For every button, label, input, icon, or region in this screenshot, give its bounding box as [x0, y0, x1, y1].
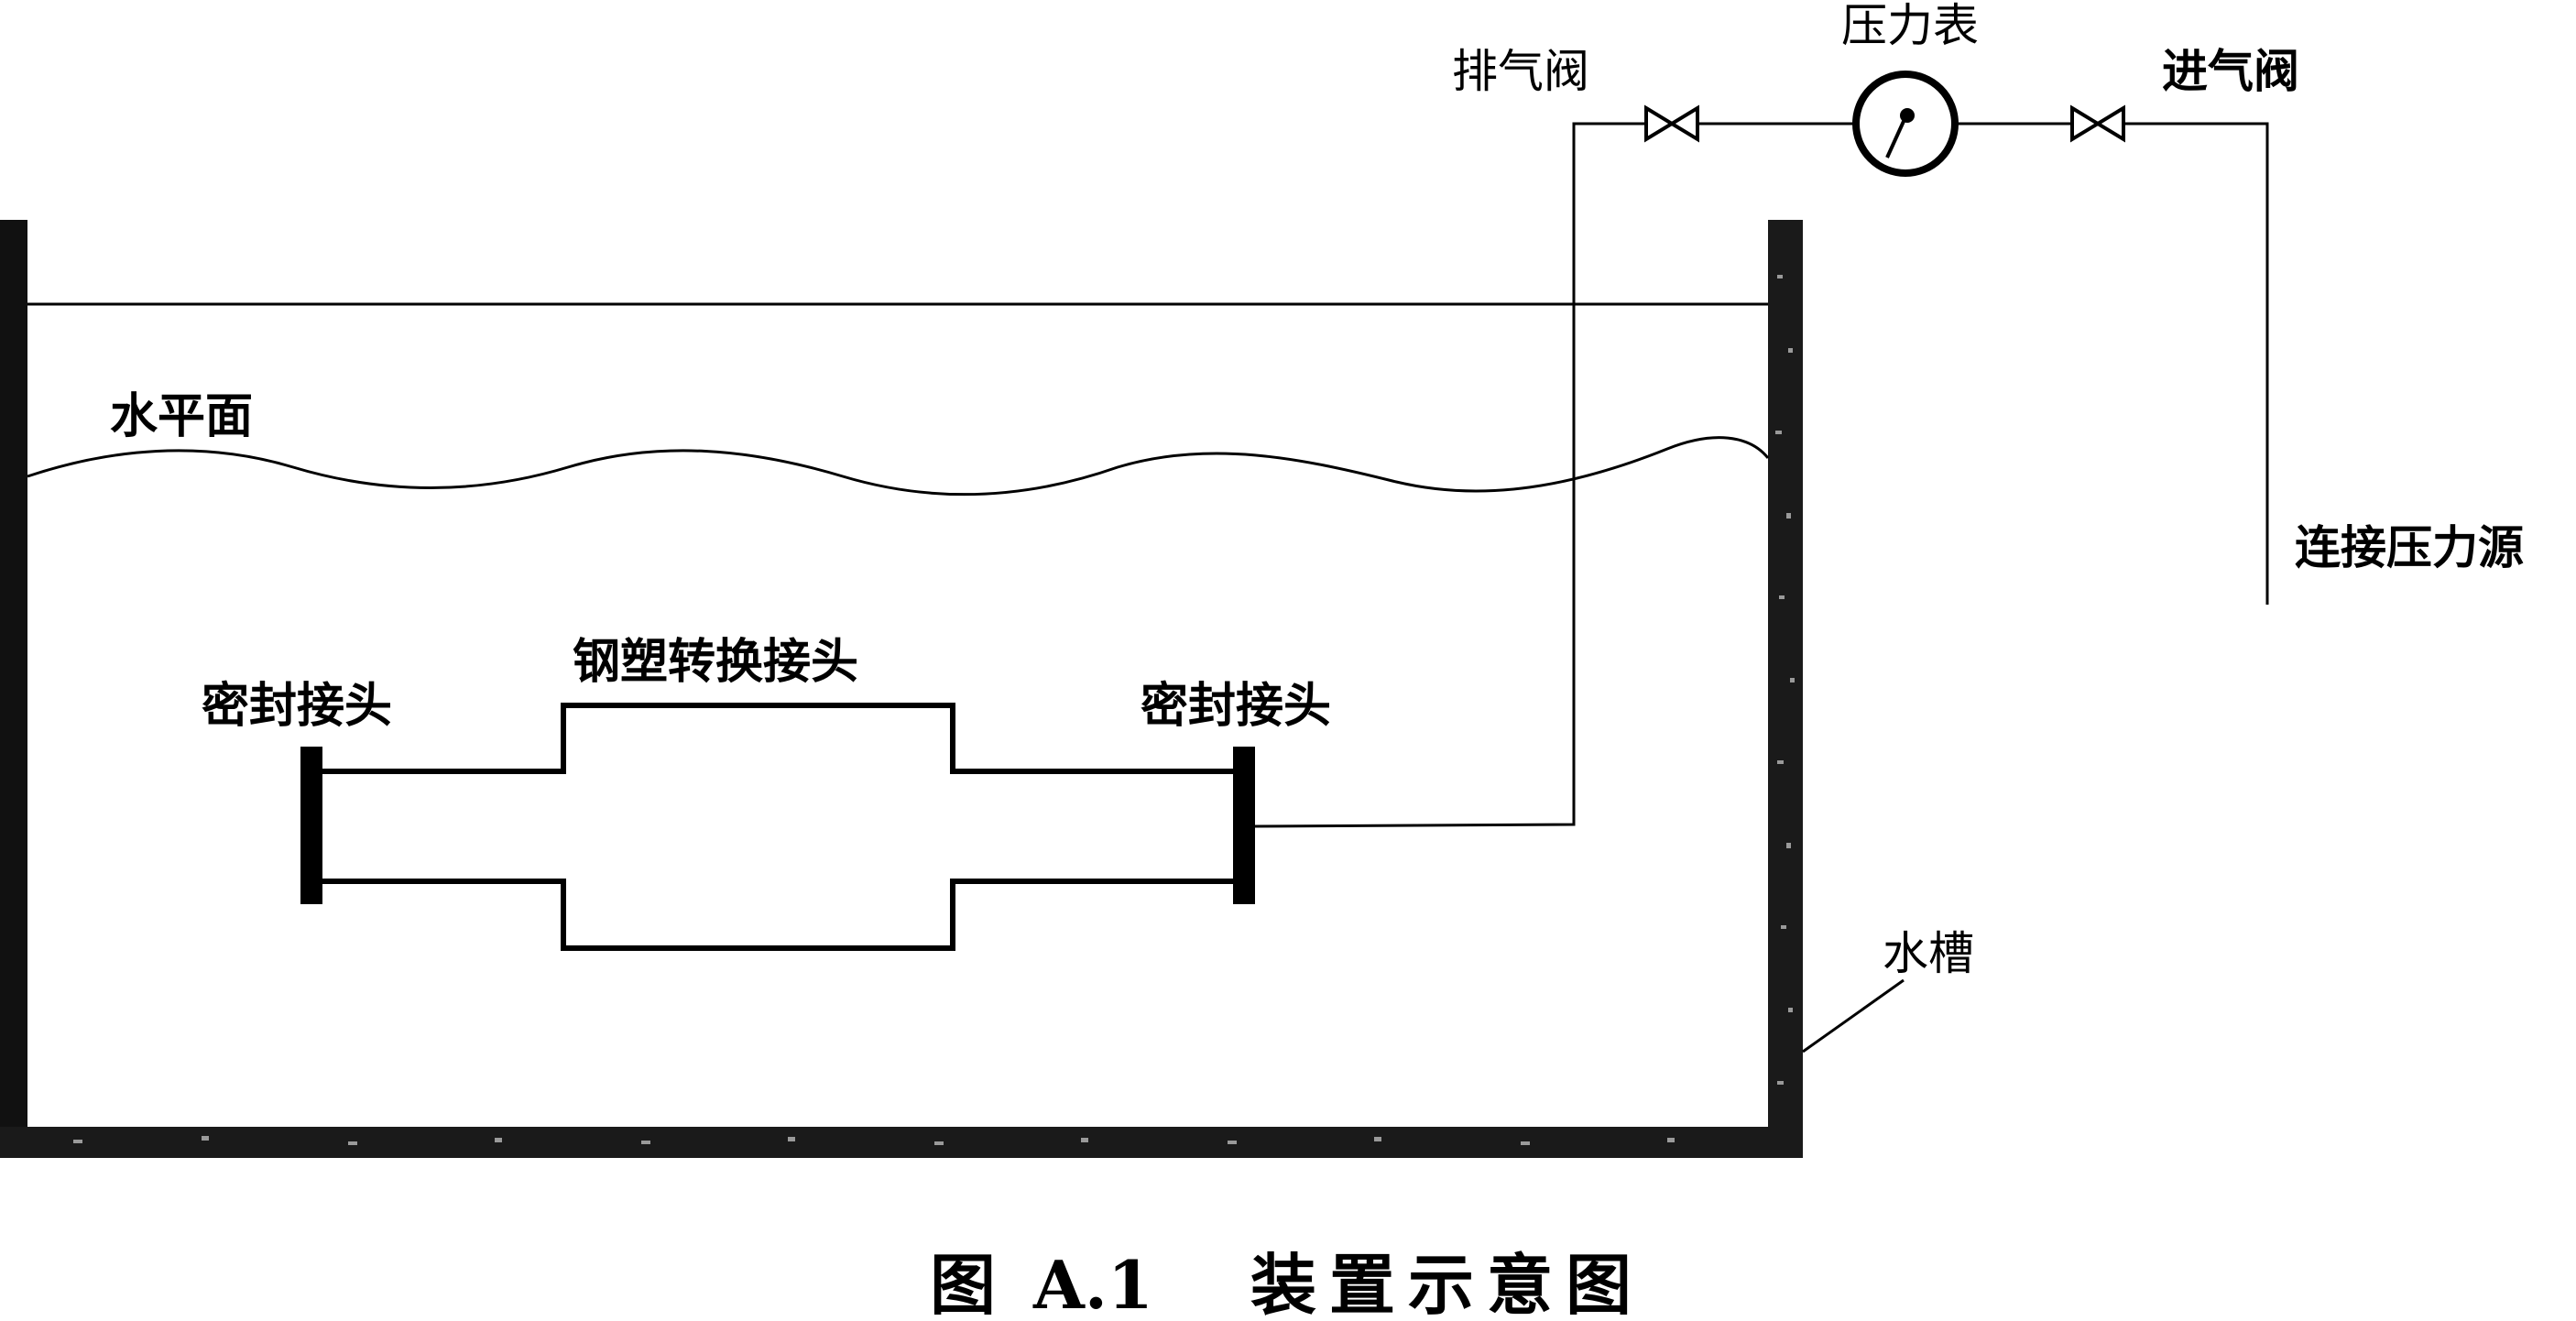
label-water-tank: 水槽 [1883, 927, 1974, 980]
label-pressure-gauge: 压力表 [1841, 0, 1979, 52]
label-seal-joint-left: 密封接头 [202, 679, 392, 734]
label-pressure-source: 连接压力源 [2295, 521, 2524, 574]
tank-bottom [0, 1127, 1803, 1158]
figure-caption-prefix: 图 [930, 1246, 996, 1321]
test-specimen [300, 703, 1255, 951]
water-surface-wave [27, 436, 1770, 497]
tank-right-wall [1768, 220, 1803, 1154]
figure-caption-title: 装置示意图 [1250, 1246, 1644, 1321]
label-exhaust-valve: 排气阀 [1452, 45, 1589, 98]
tank-wall-texture [73, 275, 1795, 1145]
inlet-valve-icon [2070, 104, 2125, 143]
tank-leader-line [1802, 978, 1905, 1054]
pressure-gauge-icon [1852, 71, 1959, 177]
label-seal-joint-right: 密封接头 [1141, 679, 1331, 734]
seal-plate-left [300, 747, 322, 904]
pipe-to-pressure-source [2112, 122, 2269, 605]
transition-joint-outline [322, 703, 1233, 951]
label-transition-joint: 钢塑转换接头 [573, 635, 858, 690]
water-tank [0, 220, 1803, 1158]
seal-plate-right [1233, 747, 1255, 904]
pressure-pipe-line [1254, 122, 1672, 828]
figure-caption-number: A.1 [1032, 1246, 1153, 1321]
exhaust-valve-icon [1644, 104, 1699, 143]
label-inlet-valve: 进气阀 [2162, 45, 2299, 98]
label-water-level: 水平面 [110, 389, 253, 444]
tank-left-wall [0, 220, 27, 1154]
